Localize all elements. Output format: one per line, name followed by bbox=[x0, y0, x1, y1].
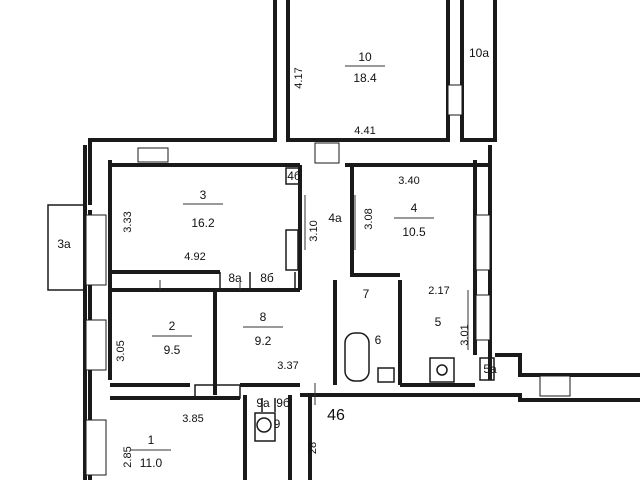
room-9a-number: 9а bbox=[256, 396, 270, 410]
room-1-area: 11.0 bbox=[140, 456, 163, 470]
dimension-label: 2.85 bbox=[122, 446, 134, 467]
stair-number-label: 28 bbox=[307, 442, 319, 454]
window bbox=[137, 147, 169, 163]
room-4-number: 4 bbox=[411, 201, 418, 215]
dimension-label: 3.37 bbox=[277, 360, 298, 372]
window bbox=[539, 375, 571, 397]
room-8-number: 8 bbox=[260, 310, 267, 324]
room-3-area: 16.2 bbox=[191, 216, 215, 230]
room-7-number: 7 bbox=[363, 287, 370, 301]
room-10-area: 18.4 bbox=[353, 71, 377, 85]
room-5a-number: 5а bbox=[483, 362, 497, 376]
dimension-label: 4.41 bbox=[354, 125, 375, 137]
window bbox=[85, 319, 107, 371]
window bbox=[475, 214, 491, 271]
room-2-area: 9.5 bbox=[164, 343, 181, 357]
room-6-number: 6 bbox=[375, 333, 382, 347]
room-3a-number: 3a bbox=[57, 237, 71, 251]
window bbox=[475, 294, 491, 341]
window bbox=[447, 84, 463, 116]
room-8a-number: 8а bbox=[228, 271, 242, 285]
dimension-label: 3.08 bbox=[363, 208, 375, 229]
room-4a-number: 4а bbox=[328, 211, 342, 225]
room-9-number: 9 bbox=[274, 417, 281, 431]
dimension-label: 3.85 bbox=[182, 413, 203, 425]
dimension-label: 3.10 bbox=[308, 220, 320, 241]
room-2-number: 2 bbox=[169, 319, 176, 333]
section-number-label: 46 bbox=[327, 407, 345, 424]
dimension-label: 3.01 bbox=[459, 324, 471, 345]
room-8b-number: 8б bbox=[260, 271, 274, 285]
dimension-label: 3.40 bbox=[398, 175, 419, 187]
room-10-number: 10 bbox=[358, 50, 372, 64]
room-4b-number: 4б bbox=[287, 169, 301, 183]
room-5-number: 5 bbox=[435, 315, 442, 329]
window bbox=[85, 214, 107, 286]
dimension-label: 4.92 bbox=[184, 251, 205, 263]
dimension-label: 4.17 bbox=[293, 67, 305, 88]
dimension-label: 2.17 bbox=[428, 285, 449, 297]
room-10a-number: 10a bbox=[469, 46, 489, 60]
stove-icon bbox=[429, 357, 455, 383]
room-8-area: 9.2 bbox=[255, 334, 272, 348]
bathtub-icon bbox=[344, 332, 370, 382]
room-4-area: 10.5 bbox=[402, 225, 426, 239]
room-3-number: 3 bbox=[200, 188, 207, 202]
room-1-number: 1 bbox=[148, 433, 155, 447]
window bbox=[314, 142, 340, 164]
dimension-label: 3.05 bbox=[115, 340, 127, 361]
room-labels: 10 18.4 10a 3 16.2 3a 4б 4а 4 10.5 8а 8б… bbox=[57, 46, 497, 470]
room-9b-number: 9б bbox=[276, 396, 290, 410]
toilet-icon bbox=[256, 417, 272, 433]
dimension-labels: 4.17 4.41 3.40 3.33 3.10 3.08 4.92 2.17 … bbox=[115, 67, 471, 467]
window bbox=[85, 419, 107, 476]
fixtures bbox=[47, 84, 571, 476]
dimension-label: 3.33 bbox=[122, 211, 134, 232]
